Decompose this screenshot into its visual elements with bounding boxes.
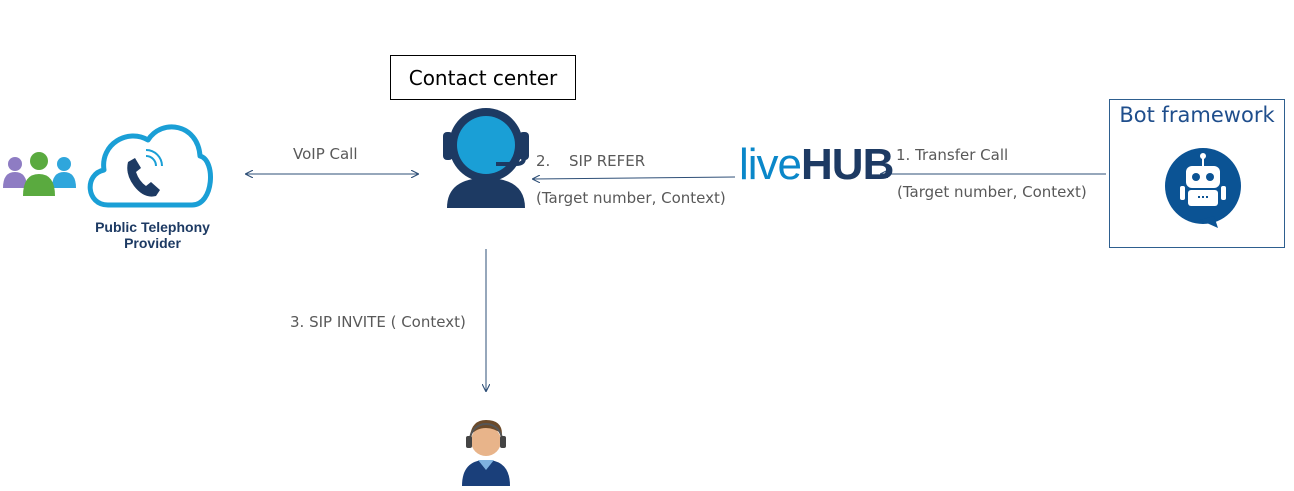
- provider-line-2: Provider: [124, 235, 181, 251]
- contact-center-title: Contact center: [408, 65, 558, 90]
- contact-center-box: Contact center: [390, 55, 576, 100]
- logo-hub: HUB: [801, 140, 894, 189]
- transfer-call-params: (Target number, Context): [897, 183, 1087, 201]
- human-agent-icon: [462, 420, 510, 486]
- headset-agent-icon: [443, 108, 529, 208]
- users-icon: [3, 152, 76, 196]
- bot-icon: [1165, 148, 1241, 228]
- sip-invite-label: 3. SIP INVITE ( Context): [290, 313, 466, 331]
- voip-call-label: VoIP Call: [293, 145, 358, 163]
- bot-framework-box: [1109, 99, 1285, 248]
- cloud-phone-icon: [87, 124, 213, 208]
- sip-refer-edge: [533, 177, 736, 179]
- bot-framework-title: Bot framework: [1119, 103, 1275, 127]
- transfer-call-label: 1. Transfer Call: [896, 146, 1009, 164]
- logo-live: live: [739, 140, 802, 189]
- sip-refer-label: SIP REFER: [569, 152, 646, 170]
- livehub-logo: liveHUB: [739, 140, 894, 190]
- sip-refer-params: (Target number, Context): [536, 189, 726, 207]
- provider-label: Public Telephony Provider: [80, 219, 225, 251]
- sip-refer-number: 2.: [536, 152, 551, 170]
- provider-line-1: Public Telephony: [95, 219, 210, 235]
